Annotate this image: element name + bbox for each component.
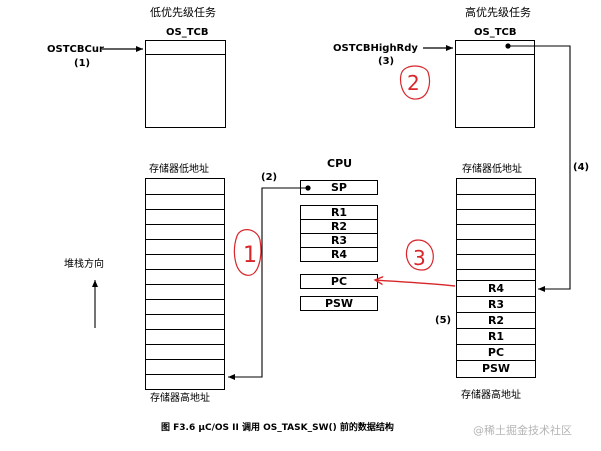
cpu-reg-r1: R1 <box>300 205 378 220</box>
low-tcb-box <box>145 40 226 128</box>
high-stack-free-area <box>456 178 536 281</box>
cpu-reg-r3: R3 <box>300 233 378 248</box>
step-1-label: (1) <box>74 58 91 69</box>
high-stack-frame: R4 R3 R2 R1 PC PSW <box>456 280 536 378</box>
high-stack-bottom-label: 存储器高地址 <box>461 390 521 401</box>
high-task-title: 高优先级任务 <box>465 6 531 19</box>
cpu-reg-r2: R2 <box>300 219 378 234</box>
step-2-label: (2) <box>261 172 278 183</box>
cpu-psw-register: PSW <box>300 296 378 311</box>
cpu-sp-register: SP <box>300 180 378 195</box>
ostcbhighrdy-label: OSTCBHighRdy <box>333 43 418 54</box>
high-tcb-label: OS_TCB <box>474 27 517 38</box>
ostcbcur-label: OSTCBCur <box>47 44 104 55</box>
cpu-psw-label: PSW <box>324 297 354 310</box>
cpu-pc-label: PC <box>330 275 348 288</box>
cpu-general-registers: R1 R2 R3 R4 <box>300 205 378 262</box>
cpu-reg-r4: R4 <box>300 247 378 262</box>
low-stack-bottom-label: 存储器高地址 <box>150 393 210 404</box>
low-stack <box>145 178 225 390</box>
annotation-pc-arrow <box>375 280 456 287</box>
high-stack-r4: R4 <box>457 281 535 297</box>
low-stack-top-label: 存储器低地址 <box>149 164 209 175</box>
annotation-3: 3 <box>413 246 426 270</box>
high-stack-psw: PSW <box>481 362 511 375</box>
step-3-label: (3) <box>378 56 395 67</box>
high-stack-r1: R1 <box>457 329 535 345</box>
sp-to-low-stack-arrow <box>228 187 308 380</box>
step-5-label: (5) <box>435 315 452 326</box>
annotation-2: 2 <box>407 71 420 95</box>
cpu-sp-label: SP <box>331 181 347 194</box>
step-4-label: (4) <box>573 162 590 173</box>
high-stack-pc: PC <box>457 345 535 361</box>
cpu-pc-register: PC <box>300 274 378 289</box>
low-task-title: 低优先级任务 <box>150 6 216 19</box>
watermark: @稀土掘金技术社区 <box>473 424 572 437</box>
cpu-title: CPU <box>327 157 353 170</box>
low-tcb-label: OS_TCB <box>166 27 209 38</box>
high-stack-r2: R2 <box>457 313 535 329</box>
annotation-1: 1 <box>243 243 257 268</box>
high-stack-r3: R3 <box>457 297 535 313</box>
stack-growth-label: 堆栈方向 <box>64 259 104 270</box>
high-stack-top-label: 存储器低地址 <box>462 164 522 175</box>
figure-caption: 图 F3.6 μC/OS II 调用 OS_TASK_SW() 前的数据结构 <box>161 423 394 433</box>
high-tcb-box <box>455 40 535 128</box>
